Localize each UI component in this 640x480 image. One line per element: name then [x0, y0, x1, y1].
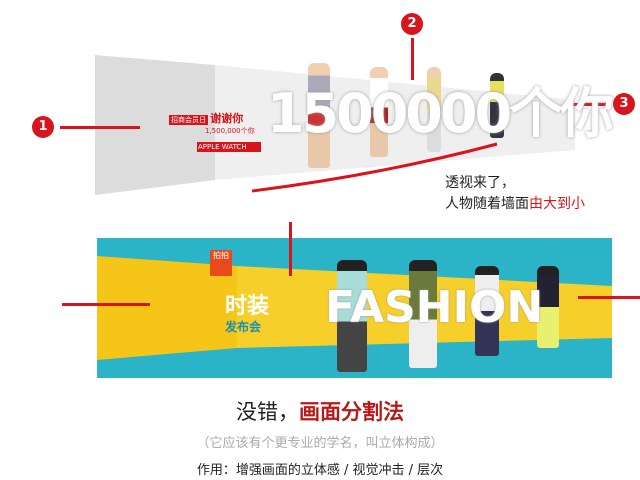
footer-title-highlight: 画面分割法: [299, 400, 404, 424]
banner-subtitle: 发布会: [225, 320, 262, 334]
marker-3-line: [573, 103, 609, 106]
bottom-banner: 拍拍 时装 发布会 FASHION: [97, 238, 612, 378]
model-figure: [537, 266, 559, 348]
model-figure: [427, 67, 441, 152]
footer-subtitle: （它应该有个更专业的学名，叫立体构成）: [196, 436, 444, 451]
marker-1: 1: [32, 116, 54, 138]
marker-2: 2: [401, 13, 423, 35]
marker-2-line: [411, 38, 414, 80]
divider-line-right: [578, 296, 640, 299]
annotation-line1: 透视来了，: [445, 175, 515, 191]
annotation-line2: 人物随着墙面: [445, 196, 529, 212]
promo-count: 1,500,000个你: [205, 127, 255, 135]
footer: 没错，画面分割法 （它应该有个更专业的学名，叫立体构成） 作用：增强画面的立体感…: [0, 396, 640, 478]
promo-title: 谢谢你: [210, 112, 244, 125]
promo-card: 招商会员日 谢谢你 1,500,000个你 APPLE WATCH: [169, 110, 261, 152]
annotation: 透视来了， 人物随着墙面由大到小: [445, 173, 585, 215]
brand-logo: 拍拍: [210, 250, 232, 276]
perspective-curve: [251, 142, 498, 193]
promo-watch: APPLE WATCH: [197, 142, 261, 152]
model-figure: [370, 67, 388, 157]
marker-1-line: [60, 126, 140, 129]
footer-title: 没错，: [236, 400, 299, 424]
perspective-wall: [95, 55, 575, 195]
model-figure: [409, 260, 437, 368]
marker-3: 3: [613, 93, 635, 115]
divider-line-vertical: [289, 222, 292, 276]
model-figure: [490, 73, 504, 138]
fashion-text: FASHION: [325, 282, 544, 333]
model-figure: [308, 63, 330, 168]
model-figure: [475, 266, 499, 356]
annotation-highlight: 由大到小: [529, 196, 585, 212]
model-figure: [337, 260, 367, 372]
divider-line-left: [62, 303, 150, 306]
banner-title: 时装: [225, 294, 270, 319]
footer-effect: 作用：增强画面的立体感 / 视觉冲击 / 层次: [196, 463, 444, 478]
big-number-text: 1500000个你: [267, 82, 614, 145]
promo-badge: 招商会员日: [169, 115, 208, 125]
top-banner: 1500000个你 招商会员日 谢谢你 1,500,000个你 APPLE WA…: [95, 55, 614, 200]
